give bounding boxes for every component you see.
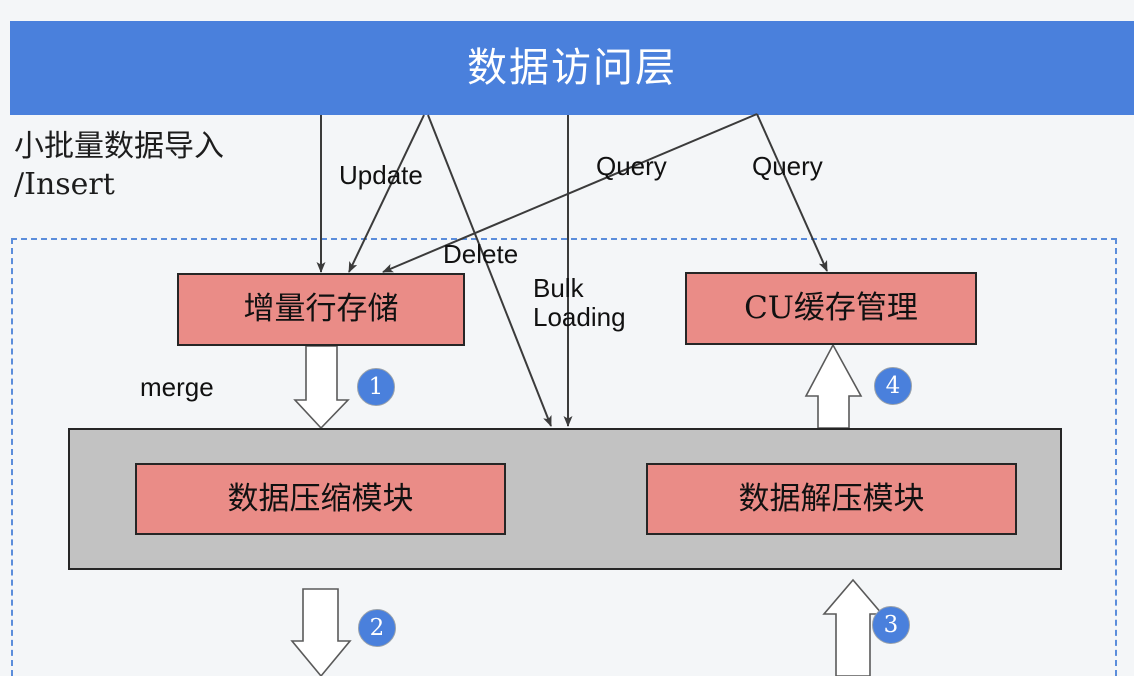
delta-row-store-box[interactable]: 增量行存储 (177, 273, 465, 346)
edge-label-merge: merge (140, 372, 214, 402)
delta-row-store-label: 增量行存储 (243, 291, 399, 327)
edge-label-update: Update (339, 160, 423, 190)
edge-label-query-left: Query (596, 151, 667, 181)
data-decompression-module-label: 数据解压模块 (738, 480, 925, 517)
page-title: 数据访问层 (467, 45, 677, 91)
edge-label-delete: Delete (443, 239, 519, 269)
data-compression-module-label: 数据压缩模块 (227, 480, 414, 517)
edge-label-bulk-loading: Bulk Loading (533, 273, 626, 333)
data-compression-module-box[interactable]: 数据压缩模块 (135, 463, 506, 535)
data-decompression-module-box[interactable]: 数据解压模块 (646, 463, 1017, 535)
left-caption-small-batch-import: 小批量数据导入 /Insert (14, 129, 224, 203)
cu-cache-manager-label: CU缓存管理 (744, 290, 918, 326)
step-badge-1: 1 (357, 368, 395, 406)
edge-label-query-right: Query (752, 151, 823, 181)
data-access-layer-band: 数据访问层 (10, 21, 1134, 115)
step-badge-4: 4 (874, 367, 912, 405)
step-badge-2: 2 (358, 609, 396, 647)
step-badge-3: 3 (872, 606, 910, 644)
cu-cache-manager-box[interactable]: CU缓存管理 (685, 272, 977, 345)
